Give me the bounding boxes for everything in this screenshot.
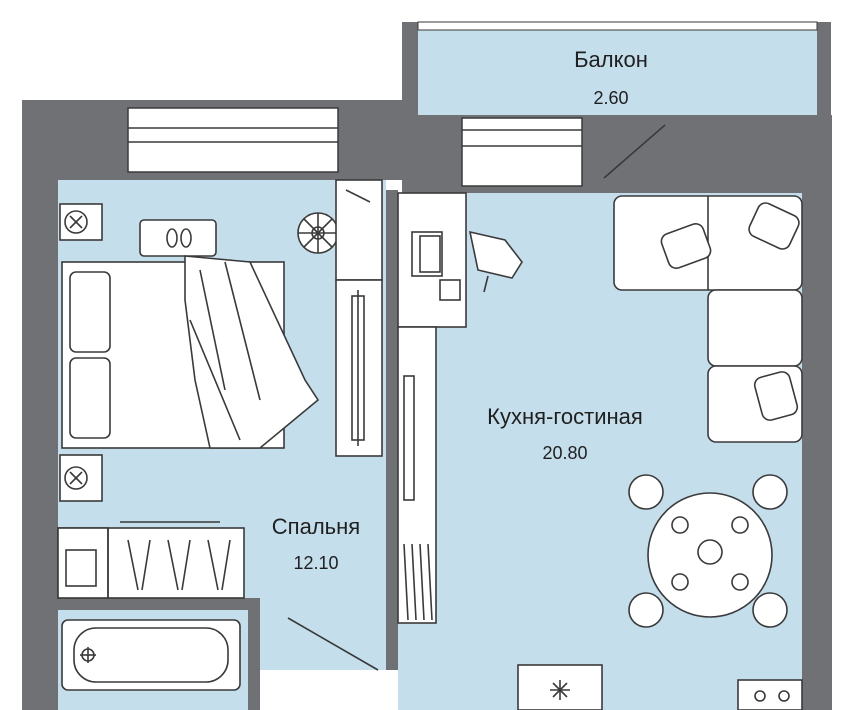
plant-icon bbox=[297, 212, 339, 254]
kitchen-area: 20.80 bbox=[542, 443, 587, 463]
wall-right bbox=[802, 115, 832, 710]
ac-unit-icon bbox=[59, 454, 103, 502]
bedroom-furniture bbox=[57, 179, 383, 671]
kitchen-name: Кухня-гостиная bbox=[487, 404, 643, 429]
balcony-floor bbox=[418, 30, 817, 115]
window-kitchen bbox=[461, 117, 583, 187]
bed bbox=[61, 255, 320, 449]
wall-bath-right bbox=[248, 598, 260, 710]
laptop-icon bbox=[411, 231, 443, 277]
labels: Балкон 2.60 Кухня-гостиная 20.80 Спальня… bbox=[272, 47, 648, 573]
dining-table bbox=[628, 474, 788, 628]
pillow-icon bbox=[753, 371, 799, 421]
tv bbox=[403, 375, 415, 501]
wall-bath-top bbox=[22, 598, 258, 610]
slippers-icon bbox=[139, 219, 217, 257]
wall-partition-bedroom bbox=[386, 190, 398, 670]
wall-balcony-right bbox=[817, 22, 831, 122]
windows bbox=[127, 21, 818, 187]
closet-hangers bbox=[57, 521, 245, 599]
bathroom bbox=[61, 619, 241, 691]
sofa bbox=[613, 195, 803, 443]
balcony-area: 2.60 bbox=[593, 88, 628, 108]
kitchen-furniture bbox=[397, 192, 803, 710]
window-balcony-frame bbox=[417, 21, 818, 31]
pillow-icon bbox=[660, 223, 712, 269]
bedroom-door bbox=[287, 617, 379, 671]
window-bedroom bbox=[127, 107, 339, 173]
pillow-icon bbox=[748, 202, 800, 250]
balcony-name: Балкон bbox=[574, 47, 648, 72]
bedroom-floor-lower bbox=[260, 598, 386, 670]
stove bbox=[737, 679, 803, 710]
office-chair-icon bbox=[468, 230, 523, 293]
snowflake-icon bbox=[517, 664, 603, 710]
bedroom-name: Спальня bbox=[272, 514, 360, 539]
bookshelf bbox=[403, 543, 433, 621]
wardrobe bbox=[335, 179, 383, 457]
bedroom-area: 12.10 bbox=[293, 553, 338, 573]
ac-unit-icon bbox=[59, 203, 103, 241]
balcony-door bbox=[603, 124, 666, 179]
notebook bbox=[439, 279, 461, 301]
wall-left bbox=[22, 100, 58, 710]
